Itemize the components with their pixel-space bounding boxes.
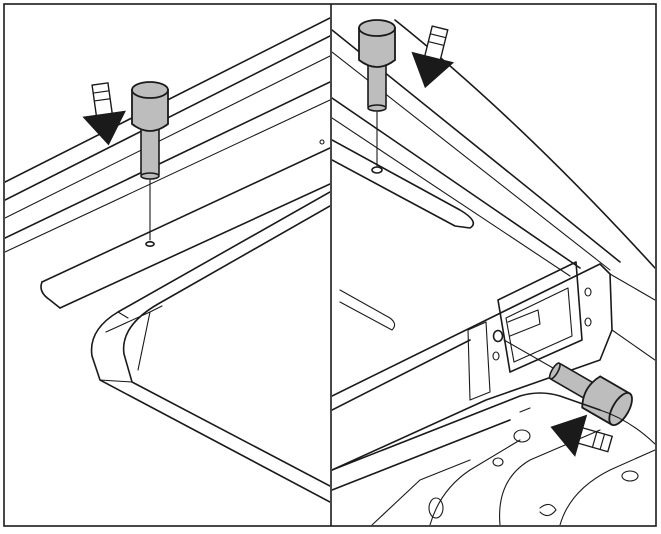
right-pillar-line-1 (332, 339, 471, 411)
right-sill-top (332, 392, 601, 471)
right-rail-edge-5 (332, 117, 571, 277)
right-down-arrow-icon (411, 25, 455, 89)
left-arrow-head (82, 110, 126, 146)
left-opening-corner-1 (117, 311, 129, 319)
right-floor-hole-2 (492, 457, 504, 467)
right-side-locating-pin-icon (548, 362, 633, 426)
right-plate-hole (492, 351, 500, 361)
left-strip-top (41, 147, 330, 283)
left-opening-outer (90, 191, 330, 503)
right-top-pin-tip (367, 104, 387, 112)
right-pillar-plate (467, 321, 491, 401)
left-pin-hole (145, 241, 155, 248)
right-top-pin-hole (371, 166, 383, 174)
right-upper-edge-2 (611, 329, 655, 361)
left-rail-edge-4 (5, 81, 330, 239)
right-bracket-outer (497, 261, 583, 373)
right-panel (332, 19, 655, 525)
left-opening-inner (122, 205, 330, 487)
right-floor-hole-1 (513, 429, 531, 443)
right-top-pin-cap (358, 19, 396, 37)
right-arrow-head (411, 51, 455, 89)
right-bracket-slot (507, 309, 541, 337)
left-strip-bottom (59, 183, 330, 309)
right-slot (339, 289, 396, 331)
right-floor-line-2 (429, 439, 521, 525)
right-sill-bottom (332, 419, 511, 491)
right-bracket-hole-1 (584, 287, 592, 297)
right-side-pin-cap (608, 392, 633, 426)
right-top-locating-pin-icon (358, 19, 396, 112)
left-locating-pin-icon (131, 81, 169, 180)
left-panel (5, 17, 330, 503)
right-side-pin-tip (548, 362, 561, 380)
left-pin-tip (140, 172, 160, 180)
right-floor-tab (519, 407, 531, 413)
right-floor-hole-4 (621, 470, 639, 482)
right-top-pin-shaft (367, 63, 387, 109)
right-floor-line-5 (599, 409, 655, 445)
left-opening-corner-2 (99, 379, 133, 383)
left-pin-cap (131, 81, 169, 99)
right-side-guide-line (503, 339, 561, 373)
left-rail-edge-3 (5, 55, 330, 219)
outer-frame (3, 3, 657, 527)
right-bracket-hole-2 (584, 317, 592, 327)
right-floor-line-4 (559, 449, 655, 525)
right-upper-edge (609, 273, 655, 301)
right-bracket-inner (505, 287, 573, 363)
left-down-arrow-icon (82, 82, 126, 146)
left-pin-head (131, 89, 169, 132)
left-flange-line (149, 305, 163, 313)
right-rail-edge-4 (332, 97, 581, 269)
left-pin-shaft (140, 127, 160, 177)
left-rail-edge-5 (5, 99, 330, 253)
left-rail-dot (319, 139, 325, 145)
right-floor-line-1 (371, 459, 471, 525)
right-floor-clip (539, 503, 557, 517)
right-floor-line-3 (499, 429, 601, 525)
right-top-pin-head (358, 27, 396, 68)
right-floor-hole-3 (428, 497, 444, 519)
left-strip-end (40, 281, 61, 309)
right-side-pin-hole (492, 329, 504, 343)
left-pointing-arrow-head (550, 414, 588, 457)
right-strip (332, 139, 475, 229)
